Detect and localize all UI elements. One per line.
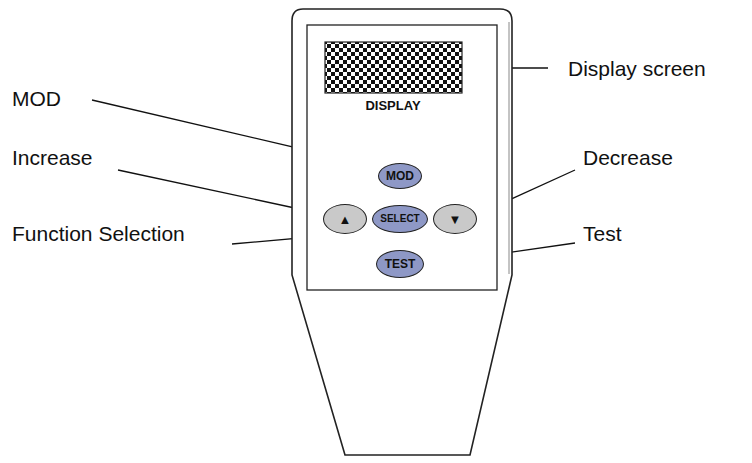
mod-button: MOD bbox=[378, 163, 422, 189]
callout-label: Function Selection bbox=[12, 223, 185, 244]
button-label: MOD bbox=[386, 170, 414, 182]
callout-label: Display screen bbox=[568, 58, 706, 79]
button-label: ▲ bbox=[339, 213, 352, 226]
device-outline bbox=[291, 8, 514, 458]
button-label: ▼ bbox=[449, 213, 462, 226]
test-button: TEST bbox=[376, 250, 424, 278]
button-label: SELECT bbox=[380, 214, 419, 224]
decrease-button: ▼ bbox=[433, 204, 477, 234]
leader-line bbox=[118, 170, 318, 213]
display-label: DISPLAY bbox=[365, 99, 420, 112]
callout-label: Decrease bbox=[583, 147, 673, 168]
callout-label: Test bbox=[583, 223, 622, 244]
callout-label: Increase bbox=[12, 147, 93, 168]
select-button: SELECT bbox=[372, 205, 427, 233]
callout-label: MOD bbox=[12, 88, 61, 109]
button-label: TEST bbox=[385, 258, 416, 270]
device-housing: DISPLAY MOD ▲ SELECT ▼ TEST bbox=[291, 8, 514, 458]
increase-button: ▲ bbox=[323, 204, 367, 234]
